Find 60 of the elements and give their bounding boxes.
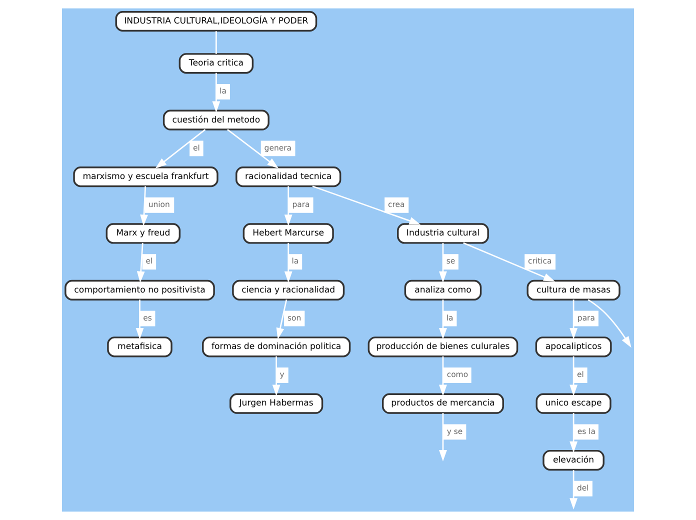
node-box: Hebert Marcurse — [242, 223, 334, 244]
node-box: racionalidad tecnica — [236, 166, 342, 188]
arrow — [140, 186, 148, 226]
edge-label: es la — [577, 426, 596, 436]
arrow — [570, 356, 578, 396]
edge-label: la — [220, 86, 227, 96]
arrow — [570, 413, 578, 453]
arrow — [272, 356, 280, 396]
connector — [216, 31, 217, 54]
arrow — [212, 72, 220, 113]
edge-label: del — [576, 484, 589, 493]
edge-label: para — [577, 313, 595, 322]
edge-label: critica — [528, 256, 552, 266]
edge-label: la — [446, 313, 454, 322]
edge-label: union — [148, 200, 170, 210]
arrow — [570, 300, 578, 340]
node-box: analiza como — [404, 280, 482, 300]
node-box: productos de mercancia — [382, 393, 504, 414]
arrow — [227, 129, 279, 168]
edge-label: para — [292, 200, 310, 210]
edge-label: el — [576, 370, 584, 380]
arrow — [439, 242, 447, 283]
edge-label: y se — [446, 426, 463, 436]
arrow — [276, 299, 288, 340]
node-box: cultura de masas — [526, 280, 620, 300]
node-box: elevación — [542, 450, 604, 471]
node-box: comportamiento no positivista — [64, 280, 215, 300]
arrow — [284, 242, 292, 283]
arrow — [439, 300, 447, 340]
node-box: Industria cultural — [397, 223, 489, 244]
edge-label: se — [446, 256, 456, 266]
node-box: Teoria critica — [178, 53, 254, 74]
arrow — [312, 186, 421, 225]
arrow — [136, 242, 145, 283]
edge-label: y — [280, 370, 284, 380]
edge-label: es — [143, 313, 152, 322]
edge-label: el — [193, 143, 200, 152]
edge-label: genera — [264, 143, 292, 152]
edge-label: el — [146, 256, 153, 266]
node-box: Jurgen Habermas — [230, 393, 324, 414]
node-box: unico escape — [536, 393, 612, 414]
node-box: Marx y freud — [106, 223, 181, 244]
arrow — [439, 356, 447, 396]
edge-label: como — [446, 370, 468, 380]
edge-label: son — [288, 313, 302, 322]
node-box: producción de bienes culurales — [368, 336, 518, 358]
arrow — [136, 300, 144, 340]
node-box: formas de dominación politica — [202, 336, 351, 358]
node-box: metafisica — [107, 336, 172, 358]
arrow — [588, 299, 632, 348]
edge-label: la — [292, 256, 299, 266]
arrow — [284, 186, 292, 226]
node-box: cuestión del metodo — [162, 110, 270, 130]
node-box: ciencia y racionalidad — [232, 280, 345, 300]
node-box: marxismo y escuela frankfurt — [73, 166, 218, 188]
node-box: INDUSTRIA CULTURAL,IDEOLOGÍA Y PODER — [115, 11, 318, 32]
edge-label: crea — [388, 200, 405, 210]
node-box: apocalipticos — [535, 336, 612, 358]
arrow — [570, 470, 578, 510]
arrow — [439, 413, 447, 462]
